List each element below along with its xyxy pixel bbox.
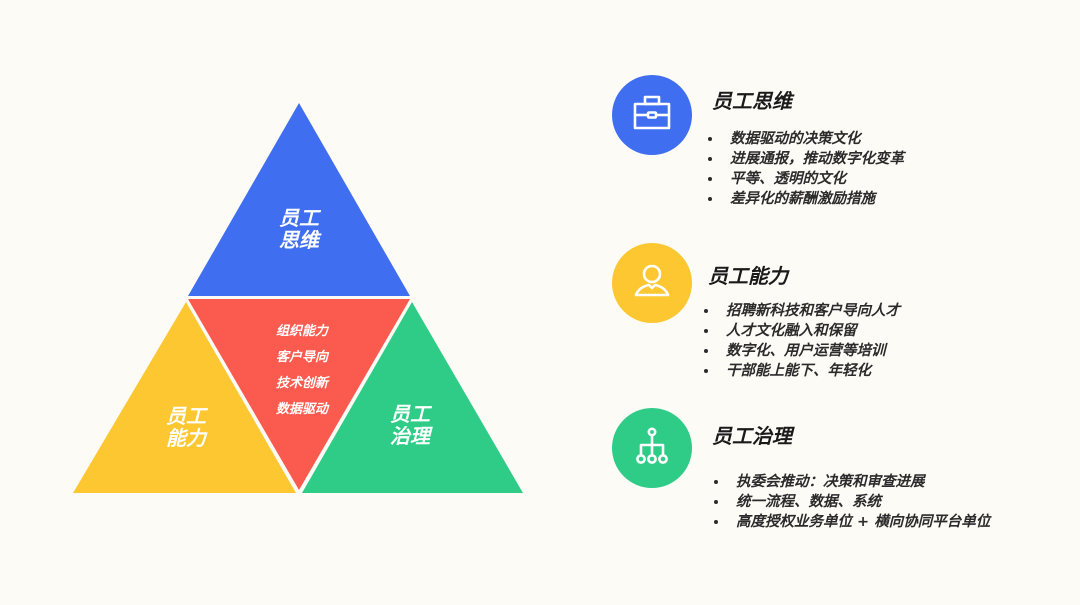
user-icon bbox=[634, 264, 670, 297]
bullet-text: 执委会推动：决策和审查进展 bbox=[736, 474, 925, 490]
triangle-left-yellow bbox=[73, 302, 296, 493]
governance-bullets: 执委会推动：决策和审查进展 统一流程、数据、系统 高度授权业务单位 + 横向协同… bbox=[714, 472, 990, 532]
top-label-line1: 员工 bbox=[279, 206, 319, 230]
center-item: 数据驱动 bbox=[275, 402, 328, 417]
mindset-icon-circle bbox=[612, 75, 692, 155]
bullet-text: 进展通报，推动数字化变革 bbox=[730, 151, 904, 167]
center-triangle-list: 组织能力 客户导向 技术创新 数据驱动 bbox=[262, 322, 342, 426]
mindset-title: 员工思维 bbox=[712, 89, 792, 113]
bullet-text: 差异化的薪酬激励措施 bbox=[730, 191, 875, 207]
bullet-dot bbox=[704, 309, 708, 313]
bullet-item: 平等、透明的文化 bbox=[708, 169, 904, 189]
left-label-line2: 能力 bbox=[166, 426, 206, 451]
bullet-dot bbox=[704, 329, 708, 333]
center-item: 技术创新 bbox=[275, 376, 328, 391]
right-label-line1: 员工 bbox=[390, 402, 430, 426]
bullet-dot bbox=[708, 137, 712, 141]
bullet-text: 数据驱动的决策文化 bbox=[730, 131, 861, 147]
bullet-dot bbox=[714, 480, 718, 484]
right-triangle-label: 员工 治理 bbox=[370, 403, 450, 448]
bullet-dot bbox=[714, 500, 718, 504]
bullet-item: 高度授权业务单位 + 横向协同平台单位 bbox=[714, 512, 990, 532]
bullet-item: 干部能上能下、年轻化 bbox=[704, 361, 900, 381]
center-item: 组织能力 bbox=[275, 324, 328, 339]
bullet-item: 人才文化融入和保留 bbox=[704, 321, 900, 341]
bullet-text: 高度授权业务单位 + 横向协同平台单位 bbox=[736, 514, 991, 530]
bullet-item: 进展通报，推动数字化变革 bbox=[708, 149, 904, 169]
left-triangle-label: 员工 能力 bbox=[146, 405, 226, 450]
bullet-item: 执委会推动：决策和审查进展 bbox=[714, 472, 990, 492]
bullet-text: 干部能上能下、年轻化 bbox=[726, 363, 871, 379]
capability-title: 员工能力 bbox=[708, 264, 788, 288]
bullet-item: 数据驱动的决策文化 bbox=[708, 129, 904, 149]
bullet-dot bbox=[704, 349, 708, 353]
bullet-dot bbox=[714, 520, 718, 524]
governance-title: 员工治理 bbox=[712, 424, 792, 448]
bullet-item: 招聘新科技和客户导向人才 bbox=[704, 301, 900, 321]
governance-icon-circle bbox=[612, 408, 692, 488]
triangle-center-red bbox=[188, 299, 410, 490]
bullet-text: 数字化、用户运营等培训 bbox=[726, 343, 886, 359]
bullet-item: 数字化、用户运营等培训 bbox=[704, 341, 900, 361]
org-chart-icon bbox=[636, 427, 668, 464]
capability-icon-circle bbox=[612, 243, 692, 323]
mindset-bullets: 数据驱动的决策文化 进展通报，推动数字化变革 平等、透明的文化 差异化的薪酬激励… bbox=[708, 129, 904, 209]
triangle-top-blue bbox=[188, 103, 410, 296]
bullet-item: 差异化的薪酬激励措施 bbox=[708, 189, 904, 209]
left-label-line1: 员工 bbox=[166, 404, 206, 428]
bullet-text: 招聘新科技和客户导向人才 bbox=[726, 303, 900, 319]
bullet-text: 统一流程、数据、系统 bbox=[736, 494, 881, 510]
triangle-right-green bbox=[302, 302, 523, 493]
bullet-dot bbox=[704, 369, 708, 373]
bullet-dot bbox=[708, 157, 712, 161]
bullet-item: 统一流程、数据、系统 bbox=[714, 492, 990, 512]
center-item: 客户导向 bbox=[275, 350, 328, 365]
bullet-dot bbox=[708, 197, 712, 201]
bullet-text: 人才文化融入和保留 bbox=[726, 323, 857, 339]
bullet-dot bbox=[708, 177, 712, 181]
top-triangle-label: 员工 思维 bbox=[259, 207, 339, 252]
bullet-text: 平等、透明的文化 bbox=[730, 171, 846, 187]
right-label-line2: 治理 bbox=[390, 424, 430, 449]
top-label-line2: 思维 bbox=[279, 228, 319, 253]
briefcase-icon bbox=[633, 95, 671, 130]
capability-bullets: 招聘新科技和客户导向人才 人才文化融入和保留 数字化、用户运营等培训 干部能上能… bbox=[704, 301, 900, 381]
